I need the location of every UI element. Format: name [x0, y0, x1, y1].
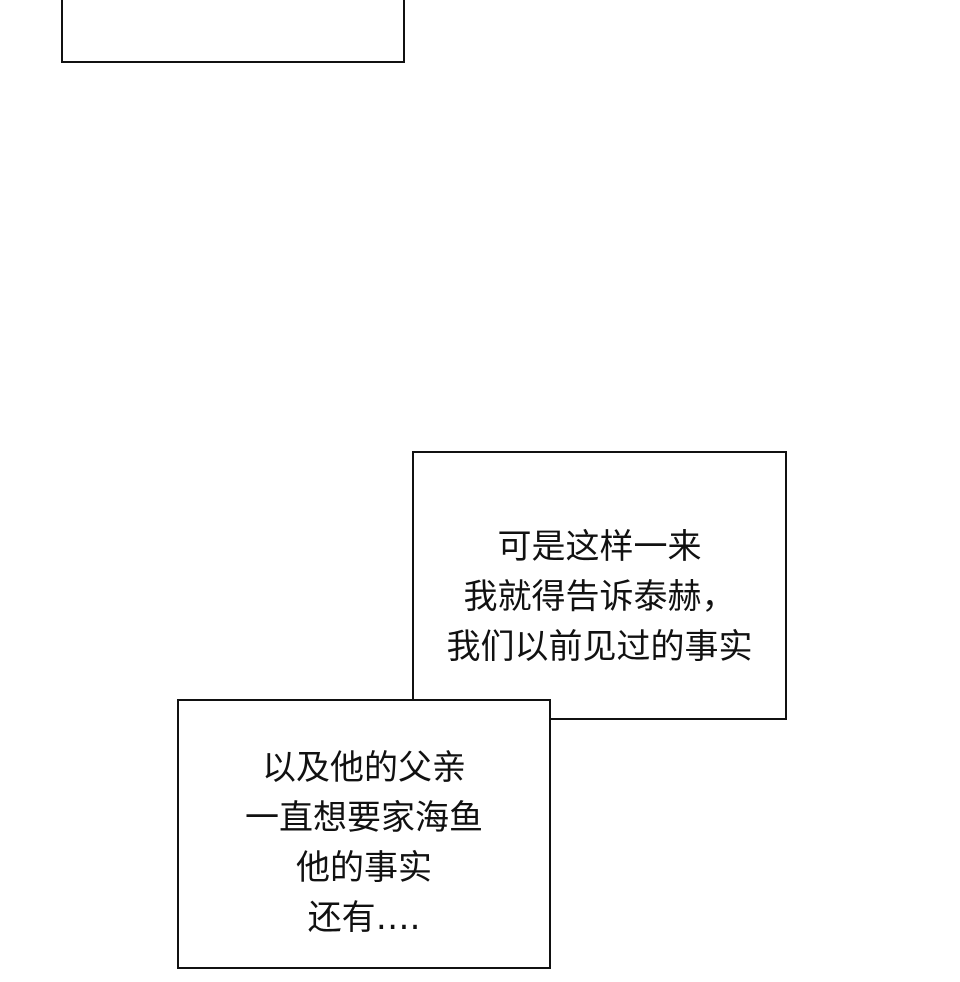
speech-line: 我们以前见过的事实	[446, 626, 753, 667]
speech-line: 他的事实	[296, 847, 432, 888]
speech-panel-upper: 可是这样一来 我就得告诉泰赫， 我们以前见过的事实	[412, 451, 787, 720]
speech-panel-lower: 以及他的父亲 一直想要家海鱼 他的事实 还有….	[177, 699, 551, 969]
speech-text-upper: 可是这样一来 我就得告诉泰赫， 我们以前见过的事实	[414, 523, 785, 673]
speech-line: 可是这样一来	[497, 527, 702, 567]
speech-line: 一直想要家海鱼	[245, 797, 483, 838]
speech-line: 还有….	[307, 897, 421, 938]
speech-line: 我就得告诉泰赫，	[463, 576, 736, 617]
top-panel-frame	[61, 0, 405, 63]
speech-text-lower: 以及他的父亲 一直想要家海鱼 他的事实 还有….	[179, 744, 549, 944]
speech-line: 以及他的父亲	[262, 748, 466, 788]
